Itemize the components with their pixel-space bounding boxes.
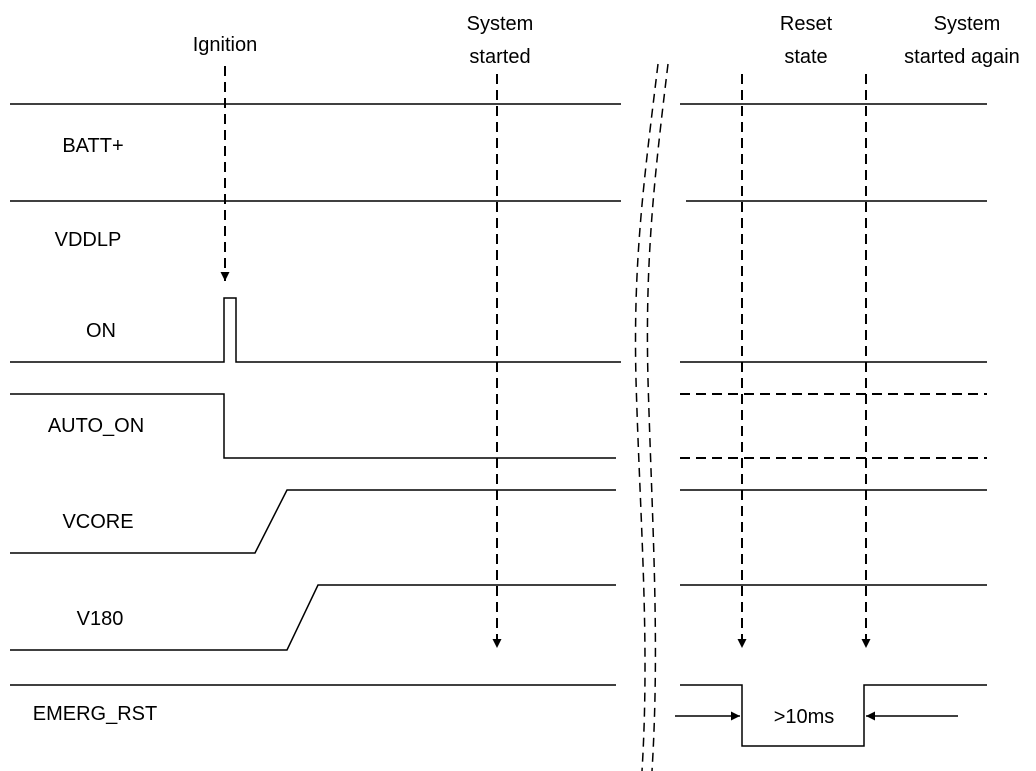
waveform-vcore-left xyxy=(10,489,616,554)
event-label-system-started-line1: System xyxy=(467,13,534,35)
waveform-v180-left xyxy=(10,584,616,651)
signal-label-vddlp: VDDLP xyxy=(55,229,122,251)
event-label-started-again-line2: started again xyxy=(904,46,1020,68)
signal-label-vcore: VCORE xyxy=(62,511,133,533)
event-label-ignition: Ignition xyxy=(193,34,258,56)
signal-label-auto-on: AUTO_ON xyxy=(48,415,144,437)
event-label-reset-state-line1: Reset xyxy=(780,13,833,35)
waveform-emerg-rst-right xyxy=(680,684,987,747)
signal-label-on: ON xyxy=(86,320,116,342)
signal-label-v180: V180 xyxy=(77,608,124,630)
event-label-reset-state-line2: state xyxy=(784,46,827,68)
reset-pulse-width-label: >10ms xyxy=(774,706,835,728)
time-break-line-left xyxy=(634,63,659,771)
event-label-system-started-line2: started xyxy=(469,46,530,68)
signal-label-emerg-rst: EMERG_RST xyxy=(33,703,157,725)
signal-label-batt: BATT+ xyxy=(62,135,123,157)
waveform-on-left xyxy=(10,297,621,363)
time-break-line-right xyxy=(646,63,669,771)
waveform-auto-on-left xyxy=(10,393,616,459)
event-label-started-again-line1: System xyxy=(934,13,1001,35)
